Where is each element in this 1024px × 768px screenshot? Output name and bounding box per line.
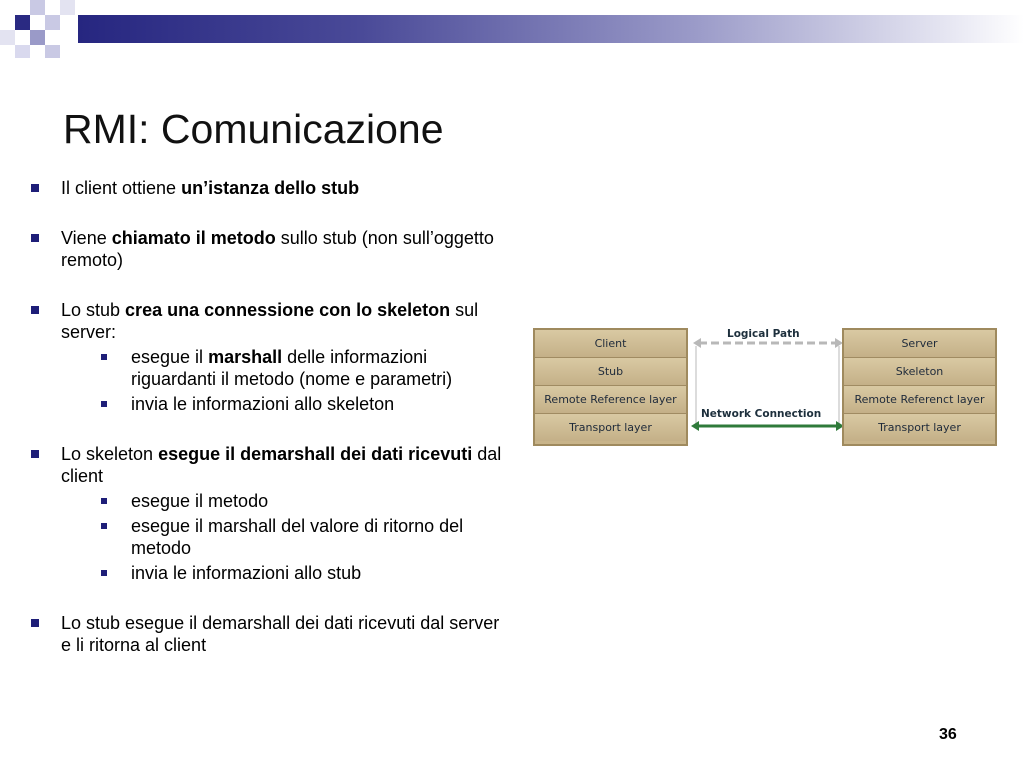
logical-path-label: Logical Path xyxy=(727,328,800,340)
header-gradient-bar xyxy=(78,15,1024,43)
server-stack: Server Skeleton Remote Referenct layer T… xyxy=(842,328,997,446)
square-bullet-icon xyxy=(31,234,39,242)
decor-square xyxy=(60,0,75,15)
square-bullet-icon xyxy=(101,498,107,504)
sub-bullet-item: esegue il marshall del valore di ritorno… xyxy=(31,515,511,559)
network-connection-label: Network Connection xyxy=(701,408,822,420)
server-layer: Server xyxy=(844,330,995,358)
slide-title: RMI: Comunicazione xyxy=(63,106,444,152)
square-bullet-icon xyxy=(31,184,39,192)
remote-reference-layer: Remote Reference layer xyxy=(535,386,686,414)
sub-bullet-item: esegue il metodo xyxy=(31,490,511,512)
client-stack: Client Stub Remote Reference layer Trans… xyxy=(533,328,688,446)
page-number: 36 xyxy=(939,726,957,743)
sub-bullet-item: esegue il marshall delle informazioni ri… xyxy=(31,346,511,390)
bullet-item: Il client ottiene un’istanza dello stub xyxy=(31,177,511,199)
decor-square xyxy=(30,0,45,15)
sub-bullet-item: invia le informazioni allo stub xyxy=(31,562,511,584)
remote-reference-layer: Remote Referenct layer xyxy=(844,386,995,414)
bullet-list: Il client ottiene un’istanza dello stub … xyxy=(31,177,511,656)
decor-square xyxy=(45,15,60,30)
connection-lines xyxy=(691,338,844,431)
decor-square xyxy=(0,30,15,45)
square-bullet-icon xyxy=(101,570,107,576)
header-banner xyxy=(0,0,1024,62)
square-bullet-icon xyxy=(101,354,107,360)
bullet-item: Viene chiamato il metodo sullo stub (non… xyxy=(31,227,511,271)
bullet-item: Lo stub crea una connessione con lo skel… xyxy=(31,299,511,343)
client-layer: Client xyxy=(535,330,686,358)
square-bullet-icon xyxy=(101,401,107,407)
stub-layer: Stub xyxy=(535,358,686,386)
decor-square xyxy=(30,30,45,45)
sub-bullet-item: invia le informazioni allo skeleton xyxy=(31,393,511,415)
square-bullet-icon xyxy=(101,523,107,529)
transport-layer: Transport layer xyxy=(844,414,995,441)
square-bullet-icon xyxy=(31,450,39,458)
bullet-item: Lo skeleton esegue il demarshall dei dat… xyxy=(31,443,511,487)
decor-square xyxy=(15,15,30,30)
transport-layer: Transport layer xyxy=(535,414,686,441)
square-bullet-icon xyxy=(31,306,39,314)
skeleton-layer: Skeleton xyxy=(844,358,995,386)
square-bullet-icon xyxy=(31,619,39,627)
bullet-item: Lo stub esegue il demarshall dei dati ri… xyxy=(31,612,511,656)
decor-square xyxy=(45,45,60,58)
decor-square xyxy=(15,45,30,58)
rmi-architecture-diagram: Client Stub Remote Reference layer Trans… xyxy=(533,326,1002,448)
